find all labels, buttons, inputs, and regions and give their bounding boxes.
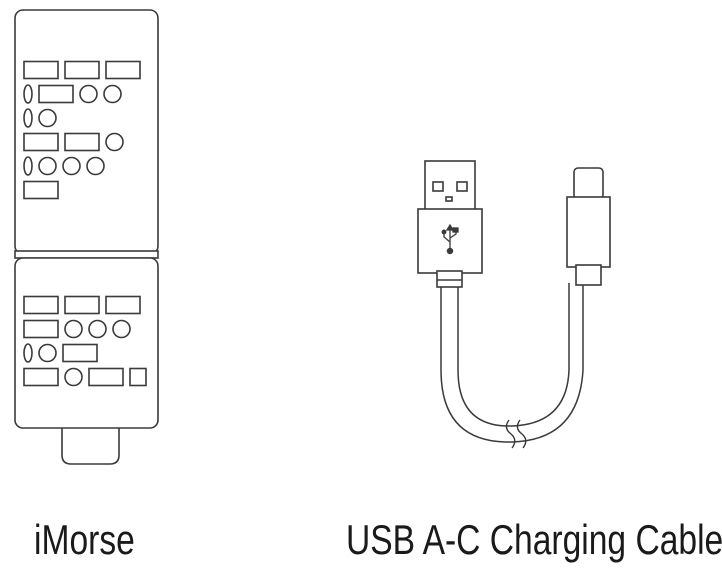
- upper-dot-key: [62, 156, 81, 176]
- lower-dot-key: [88, 319, 107, 339]
- lower-dash-key: [23, 319, 59, 339]
- cable-wire: [440, 283, 584, 443]
- lower-dot-key: [23, 343, 33, 363]
- upper-dash-key: [64, 132, 100, 152]
- usb-c-strain-relief: [575, 264, 602, 286]
- upper-dot-key: [23, 108, 33, 128]
- cable-wire-inner: [457, 283, 570, 427]
- imorse-device-icon: [14, 9, 159, 465]
- usb-a-plug: [417, 160, 483, 288]
- lower-dash-key: [105, 295, 141, 315]
- device-caption: iMorse: [34, 516, 135, 563]
- upper-dot-key: [23, 84, 33, 104]
- cable-caption: USB A-C Charging Cable: [346, 516, 722, 563]
- upper-dot-key: [38, 108, 57, 128]
- cable-break-mark: [505, 419, 516, 449]
- device-lower-half: [14, 257, 159, 429]
- upper-dot-key: [86, 156, 105, 176]
- usb-a-pin-small: [445, 196, 453, 202]
- lower-morse-keys: [23, 295, 147, 387]
- lower-dash-key: [64, 295, 100, 315]
- upper-dash-key: [23, 132, 59, 152]
- usb-c-tip: [573, 167, 604, 200]
- upper-dash-key: [23, 60, 59, 80]
- device-clip: [61, 421, 120, 465]
- lower-dot-key: [64, 367, 83, 387]
- device-upper-half: [14, 9, 159, 255]
- upper-dash-key: [38, 84, 74, 104]
- upper-dot-key: [79, 84, 98, 104]
- lower-dash-key: [23, 295, 59, 315]
- device-seam: [14, 250, 159, 259]
- usb-c-plug: [566, 167, 611, 286]
- lower-dash-key: [129, 367, 147, 387]
- upper-dot-key: [105, 132, 124, 152]
- upper-dot-key: [38, 156, 57, 176]
- upper-morse-keys: [23, 60, 141, 200]
- cable-break-mark-2: [516, 419, 527, 449]
- usb-c-housing: [566, 196, 611, 268]
- lower-dot-key: [38, 343, 57, 363]
- usb-a-strain-relief: [436, 270, 463, 288]
- lower-dash-key: [88, 367, 124, 387]
- usb-cable-icon: [417, 160, 611, 449]
- lower-dash-key: [23, 367, 59, 387]
- usb-a-pin-right: [456, 181, 468, 192]
- usb-trident-icon: [441, 223, 459, 255]
- lower-dot-key: [64, 319, 83, 339]
- usb-a-pin-left: [432, 181, 444, 192]
- upper-dash-key: [105, 60, 141, 80]
- upper-dot-key: [103, 84, 122, 104]
- upper-dot-key: [23, 156, 33, 176]
- lower-dot-key: [112, 319, 131, 339]
- lower-dash-key: [62, 343, 98, 363]
- upper-dash-key: [23, 180, 59, 200]
- upper-dash-key: [64, 60, 100, 80]
